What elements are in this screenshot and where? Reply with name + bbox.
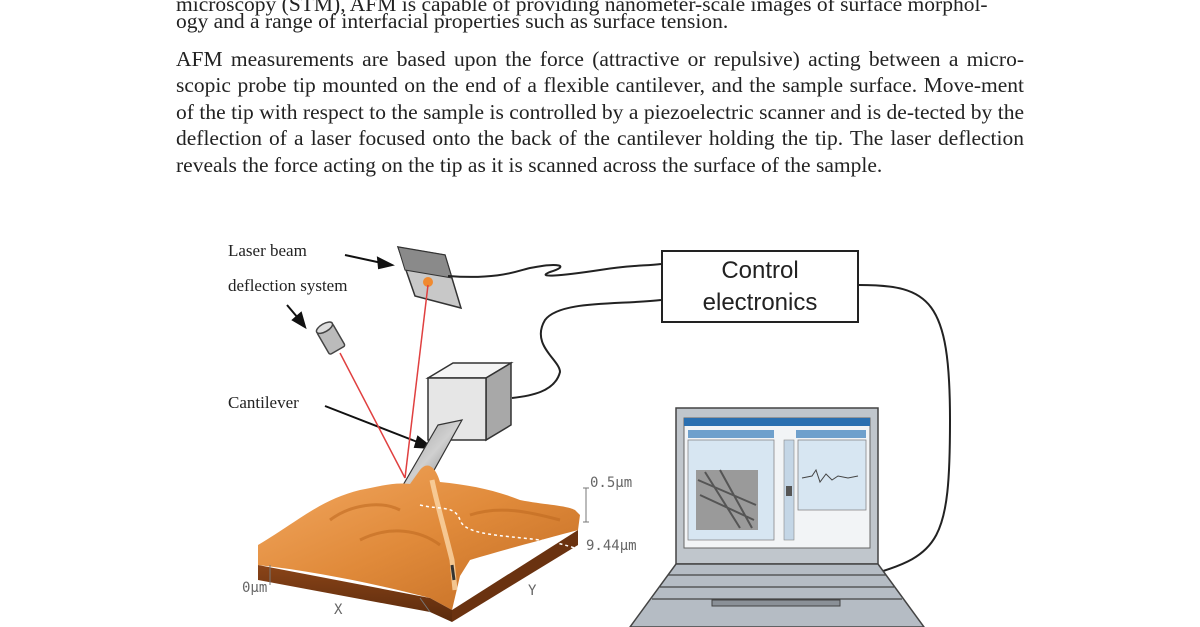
paragraph-end-line: ogy and a range of interfacial propertie… — [176, 9, 729, 33]
control-label-line2: electronics — [702, 289, 818, 316]
arrow-laser-beam — [344, 254, 395, 270]
laptop-computer — [629, 407, 925, 627]
axis-y-label: Y — [528, 583, 537, 599]
laser-emitter-icon — [315, 321, 346, 355]
laser-beam-path — [339, 284, 429, 479]
label-deflection-system: deflection system — [228, 276, 348, 295]
scale-bar — [269, 487, 589, 613]
arrow-deflection-system — [286, 304, 307, 330]
label-cantilever: Cantilever — [228, 393, 299, 412]
scale-z-label: 0.5µm — [590, 475, 633, 491]
body-text: ogy and a range of interfacial propertie… — [176, 8, 1024, 178]
axis-x-label: X — [334, 602, 343, 618]
label-laser-beam: Laser beam — [228, 241, 307, 260]
axis-origin-label: 0µm — [242, 580, 268, 596]
afm-sample-surface — [258, 465, 580, 622]
control-electronics-box: Control electronics — [661, 250, 859, 323]
photodetector-mirror — [396, 246, 463, 310]
cut-off-text-line: microscopy (STM), AFM is capable of prov… — [176, 0, 988, 16]
paragraph-afm: AFM measurements are based upon the forc… — [176, 46, 1024, 177]
scale-xy-label: 9.44µm — [586, 538, 637, 554]
laser-spot — [423, 277, 433, 287]
cables — [447, 263, 952, 576]
control-label-line1: Control — [721, 257, 799, 284]
